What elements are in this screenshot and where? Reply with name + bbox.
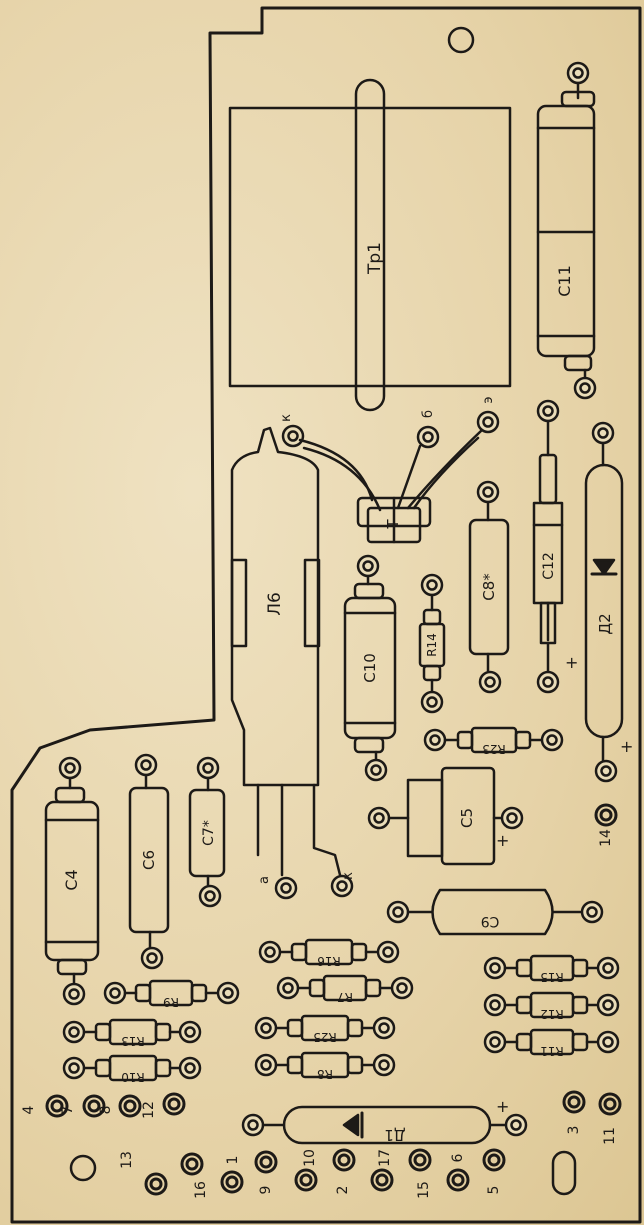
resistor-r7: R7	[276, 974, 414, 1004]
mounting-hole-bottom-left	[69, 1154, 97, 1182]
c11-label: С11	[555, 265, 574, 297]
c12-plus: +	[565, 653, 578, 672]
resistor-r14: R14	[418, 573, 446, 714]
capacitor-c12: С12 +	[532, 399, 578, 694]
r11-label: R11	[540, 1044, 564, 1058]
r7-label: R7	[337, 990, 353, 1004]
r10-label: R10	[121, 1070, 145, 1084]
terminal-4: 4	[21, 1105, 37, 1114]
diode-d1: Д1 +	[241, 1097, 528, 1145]
terminal-9: 9	[258, 1186, 274, 1195]
transistor-t: Т б э	[356, 396, 500, 544]
r8-label: R8	[317, 1067, 333, 1081]
r23-label: R23	[482, 742, 506, 756]
transistor-pin-e: э	[481, 396, 496, 403]
diode-d2: Д2 +	[584, 421, 633, 783]
d2-plus: +	[620, 737, 633, 756]
capacitor-c11: С11	[536, 61, 597, 400]
resistor-r23: R23	[423, 726, 564, 756]
terminal-8: 8	[98, 1106, 114, 1115]
terminal-17: 17	[377, 1149, 393, 1167]
terminal-7: 7	[60, 1106, 76, 1115]
c5-label: С5	[458, 808, 476, 828]
r9-label: R9	[163, 995, 179, 1009]
terminal-11: 11	[602, 1127, 618, 1145]
resistor-r16: R16	[258, 938, 400, 968]
capacitor-c5: С5 +	[367, 766, 524, 866]
d2-label: Д2	[596, 613, 614, 634]
tube-pin-k-bottom: к	[341, 872, 356, 880]
c6-label: С6	[140, 850, 158, 870]
terminal-3: 3	[566, 1126, 582, 1135]
resistor-r8: R8	[254, 1051, 396, 1081]
resistor-r13: R13	[62, 1018, 202, 1048]
transistor-label: Т	[384, 519, 402, 530]
d1-plus: +	[496, 1097, 509, 1116]
terminal-2: 2	[335, 1186, 351, 1195]
c12-label: С12	[541, 552, 557, 580]
c7-label: С7*	[201, 820, 217, 846]
capacitor-c7: С7*	[188, 756, 226, 908]
tube-pin-a: а	[257, 876, 272, 884]
capacitor-c6: С6	[128, 753, 170, 970]
transformer-tr1: Тр1	[228, 78, 512, 412]
resistor-r11: R11	[483, 1028, 620, 1058]
r14-label: R14	[425, 633, 439, 657]
resistor-r10: R10	[62, 1054, 202, 1084]
terminal-10: 10	[302, 1149, 318, 1167]
transistor-pin-b: б	[421, 410, 436, 418]
terminal-13: 13	[119, 1151, 135, 1169]
capacitor-c4: С4	[44, 756, 100, 1006]
tube-pin-k-top: к	[279, 414, 294, 422]
terminal-6: 6	[450, 1153, 466, 1162]
r16-label: R16	[317, 954, 341, 968]
r13-label: R13	[121, 1034, 145, 1048]
tube-l6: Л6 к а к	[230, 414, 382, 900]
d1-label: Д1	[384, 1126, 405, 1144]
r25-label: R25	[313, 1030, 337, 1044]
resistor-r12: R12	[483, 991, 620, 1021]
c8-label: С8*	[480, 573, 498, 601]
terminal-5: 5	[486, 1186, 502, 1195]
c4-label: С4	[62, 869, 81, 890]
resistor-r25: R25	[254, 1014, 396, 1044]
r15-label: R15	[540, 970, 564, 984]
terminal-12: 12	[141, 1101, 157, 1119]
r12-label: R12	[540, 1007, 564, 1021]
resistor-r15: R15	[483, 954, 620, 984]
mounting-hole-top	[447, 26, 475, 54]
mounting-slot-bottom-right	[551, 1150, 577, 1196]
terminal-16: 16	[193, 1181, 209, 1199]
terminal-1: 1	[225, 1156, 241, 1165]
capacitor-c10: С10	[343, 554, 397, 782]
c5-plus: +	[496, 831, 509, 850]
terminal-pads	[45, 803, 622, 1196]
transformer-label: Тр1	[365, 242, 385, 275]
terminal-15: 15	[416, 1181, 432, 1199]
capacitor-c9: С9	[386, 888, 604, 936]
c10-label: С10	[361, 653, 379, 683]
resistor-r9: R9	[103, 979, 240, 1009]
c9-label: С9	[481, 913, 500, 929]
capacitor-c8: С8*	[468, 480, 510, 694]
tube-label: Л6	[265, 592, 285, 616]
terminal-14: 14	[598, 829, 614, 847]
terminal-numbers: 4 7 8 12 13 16 1 9 10 2 17 15 6 5 3 11 1…	[21, 829, 618, 1199]
board-outline	[10, 6, 642, 1224]
